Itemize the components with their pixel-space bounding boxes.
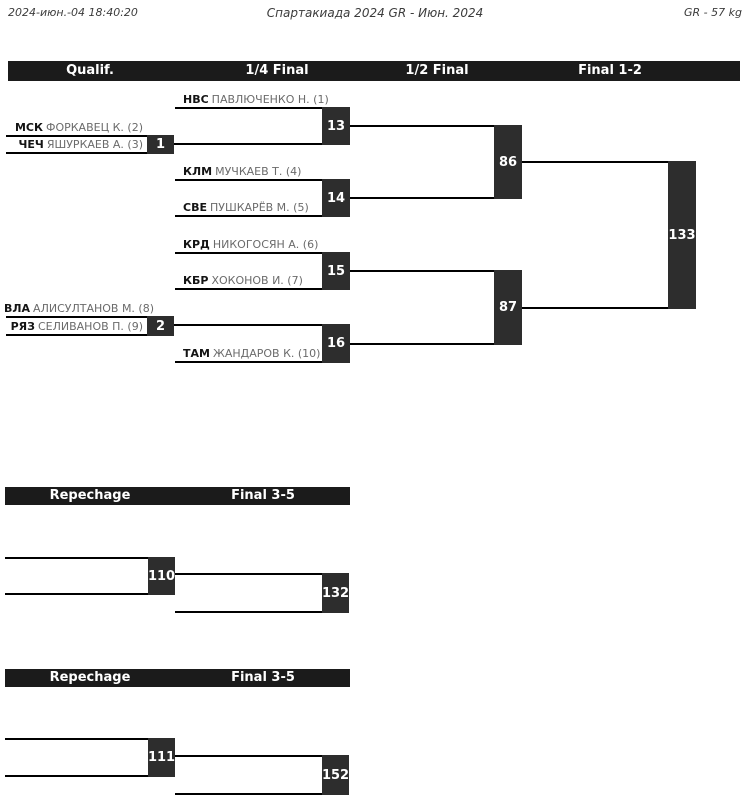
region-code: МСК (14, 121, 43, 134)
bracket-line (6, 135, 147, 137)
athlete-name: ЯШУРКАЕВ А. (3) (46, 138, 143, 151)
final-3-5-label: Final 3-5 (231, 670, 295, 685)
bracket-line (6, 152, 147, 154)
page-title: Спартакиада 2024 GR - Июн. 2024 (266, 6, 484, 20)
repechage-header-bar (5, 487, 350, 505)
region-code: КБР (183, 274, 209, 287)
athlete-name: МУЧКАЕВ Т. (4) (215, 165, 302, 178)
athlete-name: ХОКОНОВ И. (7) (211, 274, 303, 287)
repechage-label: Repechage (49, 488, 131, 503)
bracket-line (174, 143, 322, 145)
match-box-semi-1: 86 (494, 125, 522, 199)
match-box-repechage-1: 110 (148, 557, 175, 595)
bracket-line (175, 573, 322, 575)
match-box-repechage-2: 111 (148, 738, 175, 777)
bracket-line (5, 775, 148, 777)
region-code: ЧЕЧ (18, 138, 44, 151)
athlete-name: АЛИСУЛТАНОВ М. (8) (33, 302, 155, 315)
repechage-header-bar (5, 669, 350, 687)
bracket-line (350, 270, 494, 272)
match-box-quarter-3: 15 (322, 252, 350, 290)
match-box-quarter-4: 16 (322, 324, 350, 363)
region-code: ТАМ (183, 347, 210, 360)
region-code: РЯЗ (10, 320, 35, 333)
datetime-label: 2024-июн.-04 18:40:20 (8, 6, 138, 19)
bracket-line (522, 307, 668, 309)
repechage-label: Repechage (49, 670, 131, 685)
region-code: НВС (183, 93, 209, 106)
bracket-line (350, 197, 494, 199)
weight-category-label: GR - 57 kg (684, 6, 742, 19)
region-code: КЛМ (183, 165, 213, 178)
bracket-line (175, 215, 322, 217)
athlete-name: НИКОГОСЯН А. (6) (212, 238, 319, 251)
bracket-line (175, 107, 322, 109)
region-code: КРД (183, 238, 210, 251)
match-box-qualif-1: 1 (147, 135, 174, 154)
bracket-line (175, 611, 322, 613)
region-code: ВЛА (4, 302, 31, 315)
bracket-line (174, 324, 322, 326)
match-box-final-3-5-2: 152 (322, 755, 349, 795)
match-box-final-3-5-1: 132 (322, 573, 349, 613)
athlete-name: ФОРКАВЕЦ К. (2) (45, 121, 143, 134)
bracket-line (6, 316, 147, 318)
athlete-name: ПАВЛЮЧЕНКО Н. (1) (211, 93, 329, 106)
match-box-qualif-2: 2 (147, 316, 174, 336)
bracket-line (175, 179, 322, 181)
bracket-line (5, 557, 148, 559)
bracket-line (6, 334, 147, 336)
bracket-line (175, 252, 322, 254)
match-box-semi-2: 87 (494, 270, 522, 345)
athlete-name: ПУШКАРЁВ М. (5) (209, 201, 309, 214)
round-label-final: Final 1-2 (578, 63, 642, 78)
bracket-line (175, 793, 322, 795)
bracket-line (175, 361, 322, 363)
bracket-line (350, 125, 494, 127)
bracket-line (175, 755, 322, 757)
bracket-line (5, 738, 148, 740)
round-label-semi: 1/2 Final (405, 63, 469, 78)
match-box-quarter-1: 13 (322, 107, 350, 145)
bracket-line (5, 593, 148, 595)
athlete-name: СЕЛИВАНОВ П. (9) (37, 320, 143, 333)
bracket-line (175, 288, 322, 290)
match-box-final: 133 (668, 161, 696, 309)
final-3-5-label: Final 3-5 (231, 488, 295, 503)
round-header-bar (8, 61, 740, 81)
round-label-quarter: 1/4 Final (245, 63, 309, 78)
bracket-line (522, 161, 668, 163)
athlete-name: ЖАНДАРОВ К. (10) (212, 347, 321, 360)
round-label-qualif: Qualif. (66, 63, 114, 78)
region-code: СВЕ (183, 201, 207, 214)
match-box-quarter-2: 14 (322, 179, 350, 217)
bracket-line (350, 343, 494, 345)
